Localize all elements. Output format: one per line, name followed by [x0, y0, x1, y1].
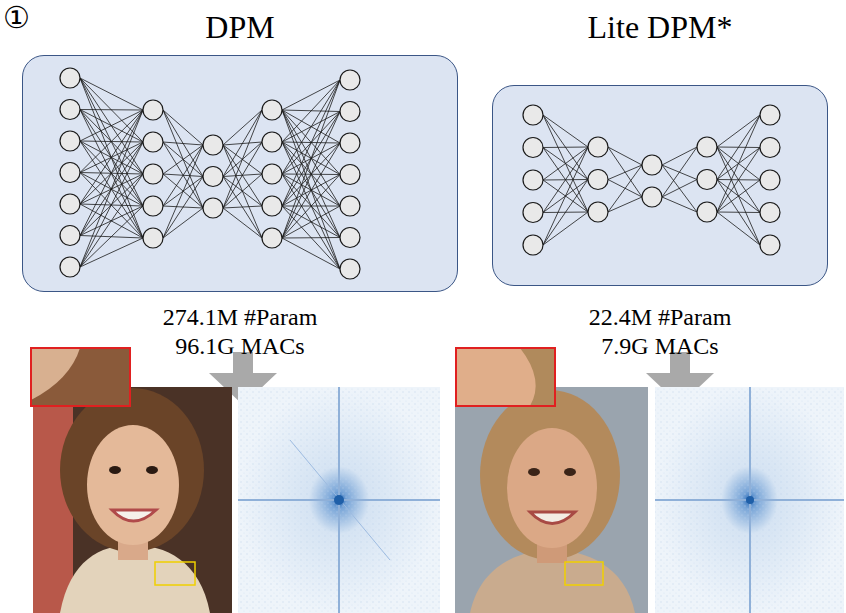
model-stat: 96.1G MACs [175, 332, 304, 361]
panel-number: ① [3, 1, 30, 35]
model-stat: 7.9G MACs [601, 332, 718, 361]
crop-inset [31, 348, 130, 406]
frequency-spectrum [655, 387, 844, 613]
model-title: DPM [205, 8, 274, 46]
network-box: Lite DPM* 22.4M #Param7.9G MACs [492, 0, 828, 370]
model-title: Lite DPM* [588, 8, 733, 46]
face-photo [33, 387, 232, 613]
model-stat: 274.1M #Param [163, 303, 318, 332]
model-stat: 22.4M #Param [589, 303, 732, 332]
model-frame [22, 55, 458, 292]
frequency-spectrum [238, 387, 440, 613]
crop-inset [456, 348, 555, 406]
model-frame [492, 85, 828, 286]
face-photo [455, 387, 648, 613]
network-box: DPM 274.1M #Param96.1G MACs [22, 0, 458, 370]
